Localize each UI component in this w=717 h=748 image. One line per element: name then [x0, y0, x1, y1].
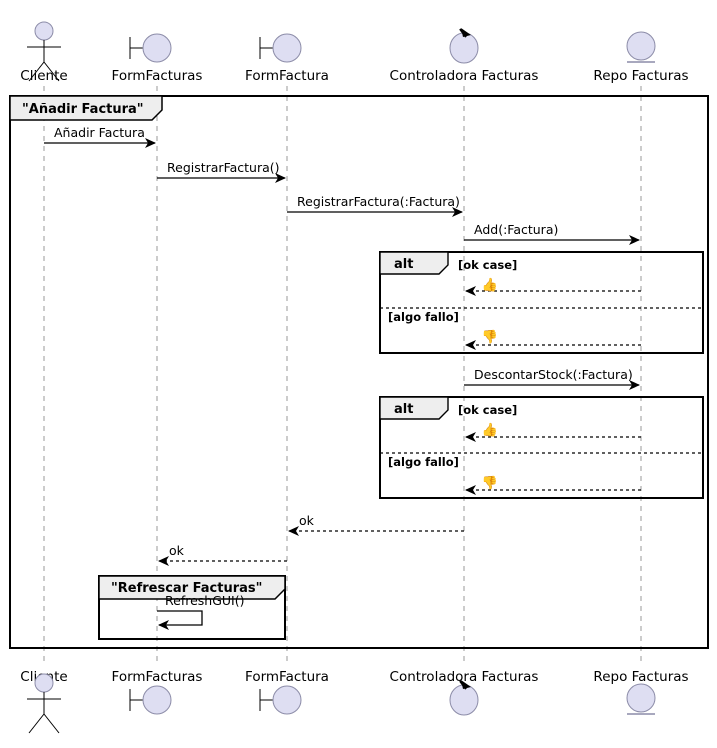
participant-foot-formfactura[interactable]: FormFactura [245, 669, 329, 715]
alt-fragment-2-keyword: alt [394, 402, 413, 417]
message-label-m10: ok [299, 513, 315, 528]
participant-head-formfactura[interactable]: FormFactura [245, 33, 329, 84]
alt-fragment-2: alt [ok case] [algo fallo] [379, 396, 704, 499]
participant-label-bottom-formfactura: FormFactura [245, 669, 329, 685]
participant-foot-repo[interactable]: Repo Facturas [593, 669, 689, 715]
message-label-m11: ok [169, 543, 185, 558]
alt-fragment-1-guard-2: [algo fallo] [388, 310, 459, 324]
message-m2: RegistrarFactura() [157, 160, 286, 183]
participant-label-formfactura: FormFactura [245, 68, 329, 84]
group-anadir-factura-title: "Añadir Factura" [22, 102, 144, 117]
participant-head-repo[interactable]: Repo Facturas [593, 31, 689, 84]
message-label-m7: DescontarStock(:Factura) [474, 367, 633, 382]
participant-head-cliente[interactable]: Cliente [20, 21, 68, 84]
alt-2-thumbs-up-icon: 👍 [482, 422, 498, 438]
lifeline-heads-top: Cliente FormFacturas FormFactura Controlado… [20, 21, 689, 84]
message-label-m4: Add(:Factura) [474, 222, 558, 237]
alt-1-thumbs-down-icon: 👎 [482, 329, 498, 345]
participant-foot-cliente[interactable]: Cliente [20, 669, 68, 734]
message-m12: RefreshGUI() [157, 593, 244, 630]
participant-foot-controladora[interactable]: Controladora Facturas [390, 669, 539, 716]
message-m10: ok [288, 513, 464, 536]
message-label-m1: Añadir Factura [54, 125, 145, 140]
participant-label-formfacturas: FormFacturas [112, 68, 203, 84]
alt-1-thumbs-up-icon: 👍 [482, 277, 498, 293]
message-label-m3: RegistrarFactura(:Factura) [297, 194, 460, 209]
group-refrescar-facturas-title: "Refrescar Facturas" [111, 581, 262, 596]
participant-label-bottom-formfacturas: FormFacturas [112, 669, 203, 685]
message-m4: Add(:Factura) [464, 222, 640, 245]
participant-label-controladora: Controladora Facturas [390, 68, 539, 84]
message-m11: ok [158, 543, 287, 566]
alt-2-thumbs-down-icon: 👎 [482, 475, 498, 491]
alt-fragment-1-keyword: alt [394, 257, 413, 272]
message-m7: DescontarStock(:Factura) [464, 367, 640, 390]
participant-label-bottom-repo: Repo Facturas [593, 669, 688, 685]
message-m3: RegistrarFactura(:Factura) [287, 194, 463, 217]
participant-label-bottom-controladora: Controladora Facturas [390, 669, 539, 685]
alt-fragment-1: alt [ok case] [algo fallo] [379, 251, 704, 354]
participant-head-formfacturas[interactable]: FormFacturas [112, 33, 203, 84]
message-m1: Añadir Factura [44, 125, 156, 148]
actor-head-icon [34, 21, 54, 41]
participant-foot-formfacturas[interactable]: FormFacturas [112, 669, 203, 715]
group-anadir-factura: "Añadir Factura" [9, 95, 709, 649]
message-label-m2: RegistrarFactura() [167, 160, 280, 175]
group-refrescar-facturas: "Refrescar Facturas" [98, 575, 286, 640]
alt-fragment-1-guard-1: [ok case] [458, 258, 517, 272]
lifeline-heads-bottom: Cliente FormFacturas FormFactura Controlado… [20, 669, 689, 734]
alt-fragment-2-guard-1: [ok case] [458, 403, 517, 417]
message-label-m12: RefreshGUI() [165, 593, 244, 608]
participant-head-controladora[interactable]: Controladora Facturas [390, 28, 539, 84]
participant-label-repo: Repo Facturas [593, 68, 688, 84]
participant-label-cliente: Cliente [20, 68, 67, 84]
alt-fragment-2-guard-2: [algo fallo] [388, 455, 459, 469]
actor-head-icon [34, 673, 54, 693]
